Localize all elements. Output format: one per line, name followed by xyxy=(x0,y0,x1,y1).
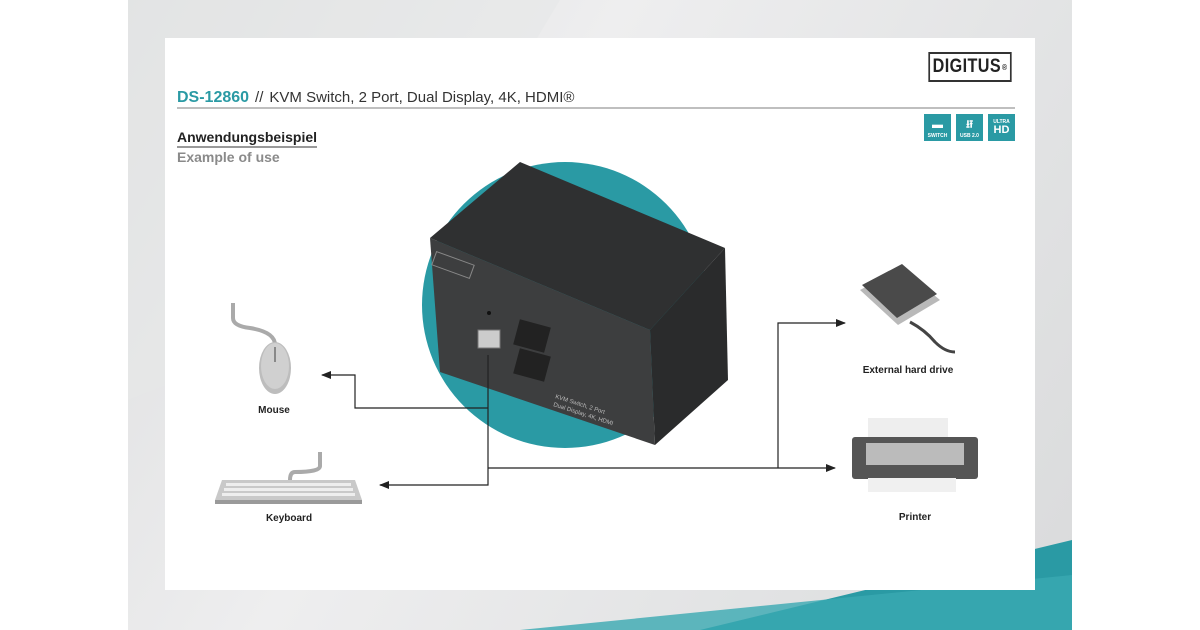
kvm-switch-device: KVM Switch, 2 Port Dual Display, 4K, HDM… xyxy=(430,162,728,445)
badge-label: SWITCH xyxy=(927,133,948,139)
printer-icon xyxy=(852,418,978,492)
model-number: DS-12860 xyxy=(177,89,250,106)
port-select-button-2 xyxy=(513,348,551,382)
usb-port xyxy=(477,329,501,349)
reset-button xyxy=(487,311,491,315)
device-side xyxy=(650,248,728,445)
title-separator: // xyxy=(255,89,264,106)
device-logo-plate xyxy=(431,250,475,280)
ultra-hd-icon: HD xyxy=(993,124,1010,136)
connection-lines xyxy=(321,319,846,489)
digitus-logo: DIGITUS® xyxy=(928,52,1012,82)
external-hard-drive-icon xyxy=(860,264,956,354)
usb-badge: ⭿ USB 2.0 xyxy=(956,114,983,141)
badge-label: USB 2.0 xyxy=(960,133,979,139)
hard-drive-label: External hard drive xyxy=(862,365,954,376)
left-margin xyxy=(0,0,128,630)
right-margin xyxy=(1072,0,1200,630)
badge-label: ULTRA xyxy=(993,119,1010,125)
device-top xyxy=(430,162,725,330)
switch-badge: ▬ SWITCH xyxy=(924,114,951,141)
registered-mark: ® xyxy=(1001,62,1008,72)
printer-label: Printer xyxy=(898,512,932,523)
keyboard-connection xyxy=(379,355,489,489)
product-title: DS-12860 // KVM Switch, 2 Port, Dual Displ… xyxy=(177,89,574,107)
usb-icon: ⭿ xyxy=(965,119,974,131)
section-title-english: Example of use xyxy=(177,149,280,165)
port-select-button-1 xyxy=(513,319,551,353)
switch-icon: ▬ xyxy=(932,119,943,131)
mouse-connection xyxy=(321,371,488,409)
logo-text: DIGITUS xyxy=(932,56,1002,77)
hard-drive-connection xyxy=(777,319,846,468)
keyboard-icon xyxy=(215,452,362,504)
product-name: KVM Switch, 2 Port, Dual Display, 4K, HD… xyxy=(269,89,575,106)
ultra-hd-badge: ULTRA HD xyxy=(988,114,1015,141)
keyboard-label: Keyboard xyxy=(265,513,313,524)
section-title-german: Anwendungsbeispiel xyxy=(177,129,318,148)
title-divider xyxy=(177,107,1015,109)
mouse-icon xyxy=(231,303,291,394)
mouse-label: Mouse xyxy=(258,405,290,416)
